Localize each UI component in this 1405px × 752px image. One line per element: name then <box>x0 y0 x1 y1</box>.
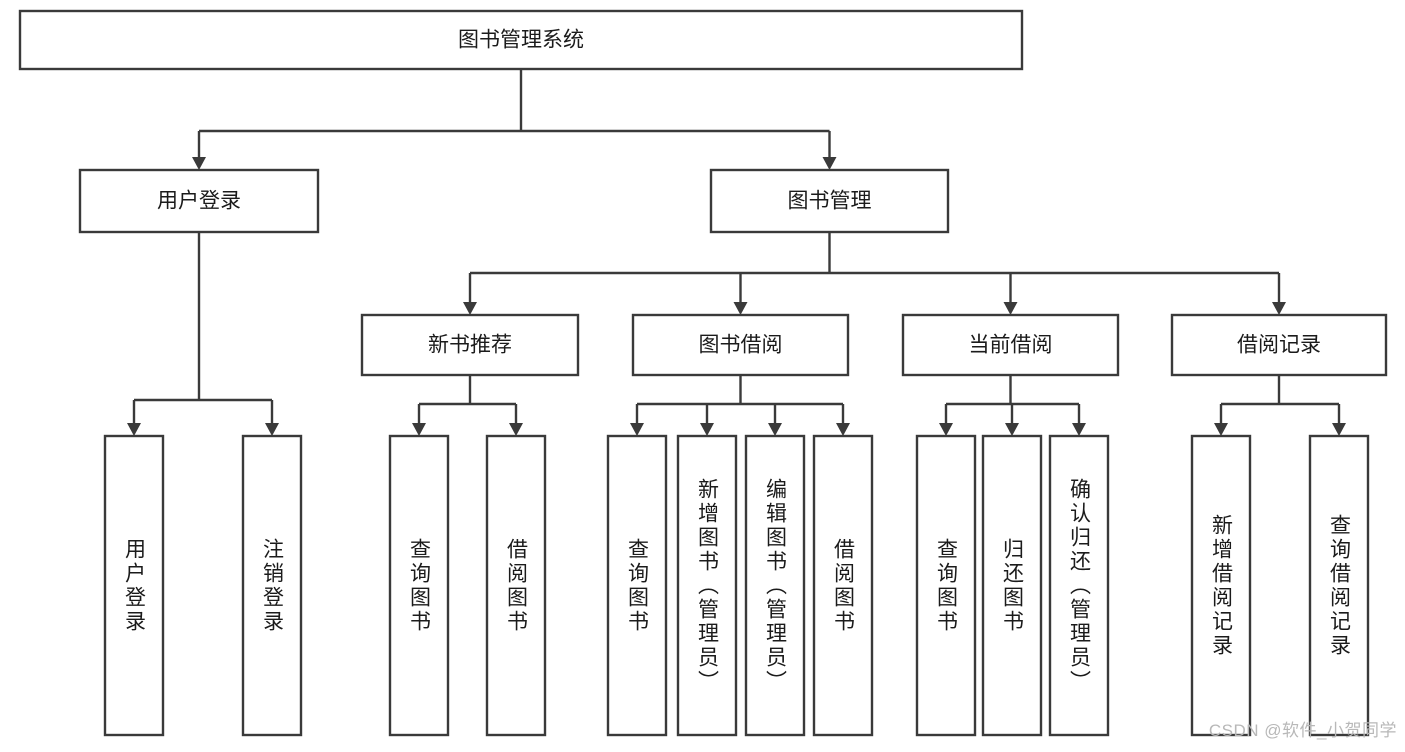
connector-group-current-borrow <box>939 375 1086 436</box>
node-leaf-confirm-return[interactable] <box>1048 434 1110 737</box>
node-label-book-manage: 图书管理 <box>788 190 872 213</box>
node-box-leaf-user-login[interactable] <box>103 434 165 737</box>
node-borrow-record[interactable]: 借阅记录 <box>1170 313 1388 377</box>
node-box-leaf-borrow-book-2[interactable] <box>812 434 874 737</box>
node-leaf-edit-book[interactable] <box>744 434 806 737</box>
node-label-current-borrow: 当前借阅 <box>969 334 1053 357</box>
node-leaf-query-record[interactable] <box>1308 434 1370 737</box>
node-box-leaf-edit-book[interactable] <box>744 434 806 737</box>
node-box-leaf-query-record[interactable] <box>1308 434 1370 737</box>
node-label-new-book-recommend: 新书推荐 <box>428 334 512 357</box>
node-label-user-login: 用户登录 <box>157 190 241 213</box>
node-leaf-add-book[interactable] <box>676 434 738 737</box>
node-leaf-borrow-book-1[interactable] <box>485 434 547 737</box>
node-box-book-borrow[interactable] <box>631 313 850 377</box>
node-user-login[interactable]: 用户登录 <box>78 168 320 234</box>
node-leaf-return-book[interactable] <box>981 434 1043 737</box>
node-label-borrow-record: 借阅记录 <box>1237 334 1321 357</box>
node-book-borrow[interactable]: 图书借阅 <box>631 313 850 377</box>
node-leaf-add-record[interactable] <box>1190 434 1252 737</box>
connector-group-borrow-record <box>1214 375 1346 436</box>
node-leaf-query-book-1[interactable] <box>388 434 450 737</box>
node-box-new-book-recommend[interactable] <box>360 313 580 377</box>
node-box-user-login[interactable] <box>78 168 320 234</box>
node-box-current-borrow[interactable] <box>901 313 1120 377</box>
node-box-root[interactable] <box>18 9 1024 71</box>
node-box-leaf-user-logout[interactable] <box>241 434 303 737</box>
node-label-root: 图书管理系统 <box>458 29 584 52</box>
connector-group-book-borrow <box>630 375 850 436</box>
node-box-leaf-add-book[interactable] <box>676 434 738 737</box>
node-leaf-query-book-3[interactable] <box>915 434 977 737</box>
node-label-book-borrow: 图书借阅 <box>699 334 783 357</box>
connector-group-book-manage <box>463 232 1286 315</box>
node-leaf-user-login[interactable] <box>103 434 165 737</box>
node-box-leaf-return-book[interactable] <box>981 434 1043 737</box>
node-box-leaf-query-book-2[interactable] <box>606 434 668 737</box>
node-box-leaf-confirm-return[interactable] <box>1048 434 1110 737</box>
node-box-book-manage[interactable] <box>709 168 950 234</box>
node-box-borrow-record[interactable] <box>1170 313 1388 377</box>
connector-group-user-login <box>127 232 279 436</box>
connector-group-root <box>192 69 837 170</box>
node-new-book-recommend[interactable]: 新书推荐 <box>360 313 580 377</box>
node-leaf-user-logout[interactable] <box>241 434 303 737</box>
node-leaf-query-book-2[interactable] <box>606 434 668 737</box>
node-box-leaf-query-book-1[interactable] <box>388 434 450 737</box>
node-root[interactable]: 图书管理系统 <box>18 9 1024 71</box>
watermark-text: CSDN @软件_小贺同学 <box>1208 721 1397 740</box>
node-box-leaf-borrow-book-1[interactable] <box>485 434 547 737</box>
connector-group-new-book-recommend <box>412 375 523 436</box>
node-current-borrow[interactable]: 当前借阅 <box>901 313 1120 377</box>
node-box-leaf-query-book-3[interactable] <box>915 434 977 737</box>
node-book-manage[interactable]: 图书管理 <box>709 168 950 234</box>
node-leaf-borrow-book-2[interactable] <box>812 434 874 737</box>
node-box-leaf-add-record[interactable] <box>1190 434 1252 737</box>
